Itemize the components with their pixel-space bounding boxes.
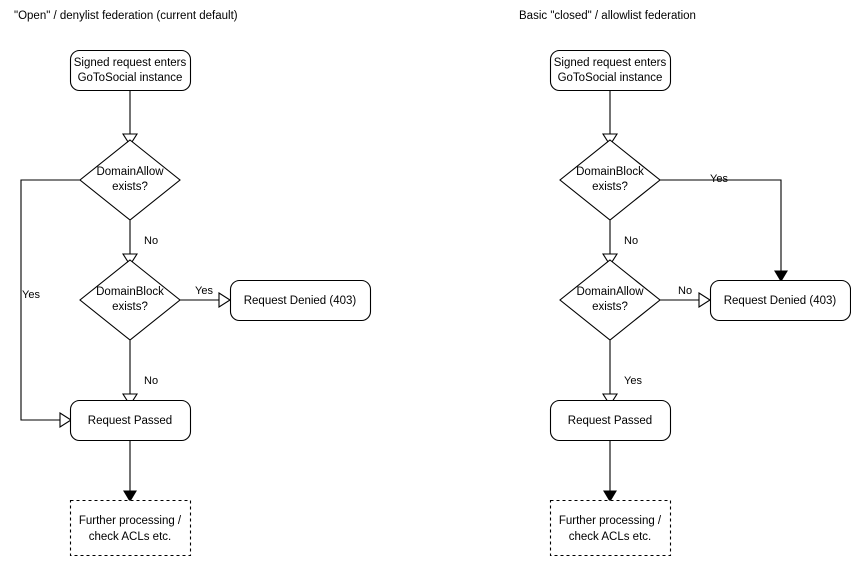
- right-decision-domainallow-line1: DomainAllow: [576, 286, 644, 298]
- left-edge-label-block-no: No: [144, 375, 158, 387]
- right-start-label-line2: GoToSocial instance: [558, 72, 663, 84]
- left-start-label-line2: GoToSocial instance: [78, 72, 183, 84]
- panel-title-allowlist: Basic "closed" / allowlist federation: [519, 10, 696, 22]
- left-request-denied-node: [229, 279, 372, 322]
- right-further-processing-line1: Further processing /: [559, 515, 662, 527]
- right-arrowhead-passed-to-further: [603, 490, 617, 503]
- left-start-label-line1: Signed request enters: [74, 57, 187, 69]
- right-decision-domainallow-line2: exists?: [592, 301, 628, 313]
- left-further-processing-node: [69, 499, 192, 557]
- right-arrowhead-allow-yes: [601, 393, 619, 407]
- left-arrowhead-allow-yes: [59, 411, 73, 429]
- right-decision-domainblock-line2: exists?: [592, 181, 628, 193]
- left-edge-label-block-yes: Yes: [195, 285, 213, 297]
- left-edge-allow-yes: [20, 179, 80, 421]
- left-arrowhead-block-yes: [218, 291, 232, 309]
- panel-title-denylist: "Open" / denylist federation (current de…: [14, 10, 238, 22]
- right-decision-domainallow: [559, 259, 661, 341]
- left-request-denied-label: Request Denied (403): [244, 295, 357, 307]
- left-decision-domainallow-line2: exists?: [112, 181, 148, 193]
- left-arrowhead-passed-to-further: [123, 490, 137, 503]
- right-edge-label-allow-no: No: [678, 285, 692, 297]
- right-further-processing-line2: check ACLs etc.: [569, 531, 651, 543]
- left-arrowhead-block-no: [121, 393, 139, 407]
- right-edge-label-allow-yes: Yes: [624, 375, 642, 387]
- right-arrowhead-block-yes: [774, 270, 788, 283]
- right-decision-domainblock-line1: DomainBlock: [576, 166, 644, 178]
- left-request-passed-label: Request Passed: [88, 415, 172, 427]
- right-request-denied-label: Request Denied (403): [724, 295, 837, 307]
- right-start-label-line1: Signed request enters: [554, 57, 667, 69]
- right-request-passed-label: Request Passed: [568, 415, 652, 427]
- right-arrowhead-allow-no: [698, 291, 712, 309]
- left-decision-domainblock-line2: exists?: [112, 301, 148, 313]
- left-edge-label-allow-yes: Yes: [22, 289, 40, 301]
- right-edge-label-block-no: No: [624, 235, 638, 247]
- left-further-processing-line1: Further processing /: [79, 515, 182, 527]
- right-edge-label-block-yes: Yes: [710, 173, 728, 185]
- left-decision-domainallow-line1: DomainAllow: [96, 166, 164, 178]
- left-decision-domainblock-line1: DomainBlock: [96, 286, 164, 298]
- left-decision-domainblock: [79, 259, 181, 341]
- left-decision-domainallow: [79, 139, 181, 221]
- right-decision-domainblock: [559, 139, 661, 221]
- left-further-processing-line2: check ACLs etc.: [89, 531, 171, 543]
- left-edge-label-allow-no: No: [144, 235, 158, 247]
- right-edge-block-yes: [660, 179, 782, 271]
- right-further-processing-node: [549, 499, 672, 557]
